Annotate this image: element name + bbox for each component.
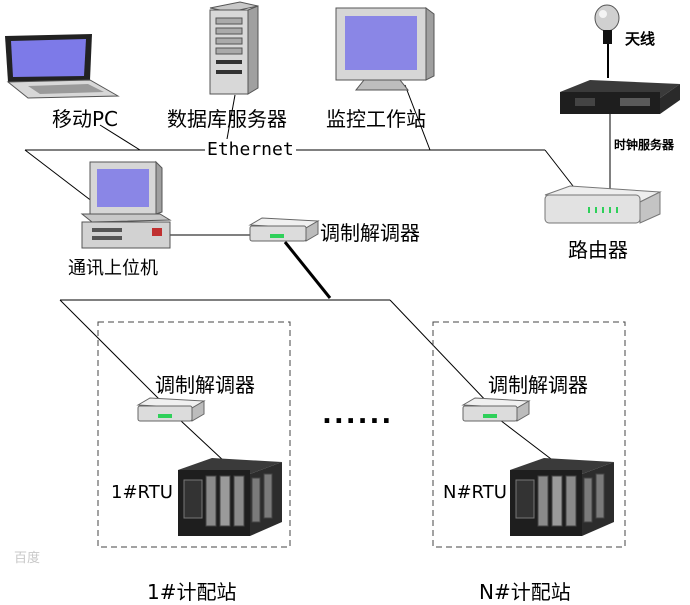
ellipsis: ...... bbox=[322, 400, 394, 430]
left-modem-to-rtu-line bbox=[179, 419, 226, 463]
ethernet-label: Ethernet bbox=[205, 139, 296, 160]
connection-lines bbox=[24, 42, 611, 463]
watermark: 百度 bbox=[14, 551, 41, 566]
right-rtu-label: N#RTU bbox=[443, 482, 507, 503]
left-modem-label: 调制解调器 bbox=[155, 373, 255, 397]
workstation-to-bus-line bbox=[404, 84, 431, 151]
workstation-label: 监控工作站 bbox=[326, 107, 426, 131]
modem-to-field-bus-line bbox=[283, 241, 332, 299]
clock-server-icon bbox=[560, 80, 680, 114]
main-modem-label: 调制解调器 bbox=[320, 221, 420, 245]
station-box-right bbox=[432, 321, 626, 548]
host-label: 通讯上位机 bbox=[68, 258, 158, 279]
laptop-to-bus-line bbox=[99, 124, 141, 151]
db-server-label: 数据库服务器 bbox=[167, 107, 287, 131]
host-pc-icon bbox=[80, 160, 172, 249]
left-modem-icon bbox=[136, 397, 206, 422]
right-branch-line bbox=[389, 299, 491, 406]
left-rtu-icon bbox=[178, 458, 282, 536]
workstation-monitor-icon bbox=[335, 7, 435, 91]
left-station-label: 1#计配站 bbox=[147, 580, 237, 604]
clock-server-label: 时钟服务器 bbox=[614, 138, 675, 152]
right-modem-to-rtu-line bbox=[499, 419, 556, 463]
server-tower-icon bbox=[209, 1, 259, 95]
laptop-icon bbox=[5, 34, 120, 99]
right-modem-label: 调制解调器 bbox=[488, 373, 588, 397]
main-modem-icon bbox=[248, 217, 320, 242]
router-label: 路由器 bbox=[568, 238, 628, 262]
left-rtu-label: 1#RTU bbox=[111, 482, 173, 503]
antenna-label: 天线 bbox=[625, 30, 656, 48]
laptop-label: 移动PC bbox=[52, 107, 119, 131]
antenna-icon bbox=[594, 4, 620, 44]
right-rtu-icon bbox=[510, 458, 614, 536]
right-station-label: N#计配站 bbox=[479, 580, 571, 604]
router-icon bbox=[544, 185, 662, 224]
station-box-left bbox=[97, 321, 291, 548]
right-modem-icon bbox=[461, 397, 531, 422]
left-branch-line bbox=[59, 299, 166, 406]
